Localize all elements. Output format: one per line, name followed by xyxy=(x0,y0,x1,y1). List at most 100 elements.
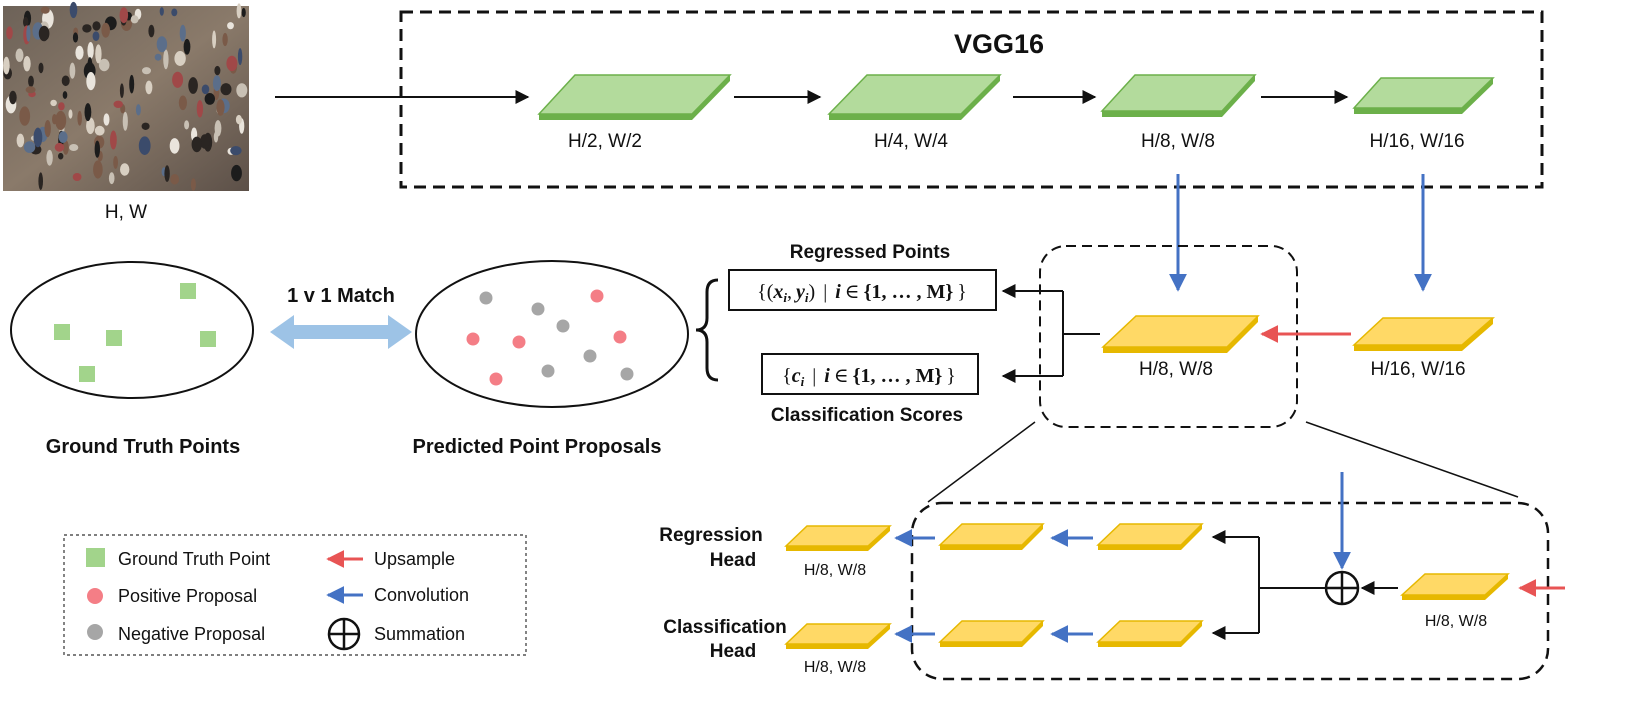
crowd-person xyxy=(92,31,100,41)
regressed-points-set: {(xi,yi)|i∈{1, … , M}} xyxy=(757,281,967,305)
head-branch xyxy=(1211,530,1326,640)
summation-node xyxy=(1324,570,1360,606)
crowd-person xyxy=(92,21,101,31)
crowd-person xyxy=(103,113,110,126)
legend-convolution: Convolution xyxy=(374,585,469,605)
green-square-icon xyxy=(86,548,105,567)
regression-head-title-2: Head xyxy=(710,550,756,571)
crowd-person xyxy=(201,84,210,95)
gt-point xyxy=(79,366,95,382)
crowd-person xyxy=(54,142,65,152)
regression-head-map xyxy=(784,525,892,551)
regressed-points-title: Regressed Points xyxy=(790,242,951,263)
crowd-person xyxy=(19,106,31,126)
crowd-person xyxy=(113,155,118,169)
crowd-person xyxy=(46,149,53,166)
fused-feature-map xyxy=(1101,315,1260,353)
match-label: 1 v 1 Match xyxy=(287,285,395,307)
crowd-person xyxy=(15,48,24,62)
ground-truth-label: Ground Truth Points xyxy=(46,436,240,458)
crowd-person xyxy=(237,48,243,66)
head-input-feature-map xyxy=(1400,573,1510,600)
crowd-person xyxy=(191,136,202,153)
crowd-person xyxy=(93,160,103,179)
crowd-person xyxy=(212,30,217,49)
regression-conv-map-1 xyxy=(938,523,1045,550)
crowd-person xyxy=(69,1,78,19)
crowd-person xyxy=(119,83,124,98)
classification-conv-map-1 xyxy=(938,620,1045,647)
crowd-person xyxy=(110,130,117,150)
negative-proposal xyxy=(583,349,597,363)
crowd-person xyxy=(226,55,238,72)
crowd-person xyxy=(44,120,51,138)
crowd-person xyxy=(58,102,65,111)
classification-head-map xyxy=(784,623,892,649)
crowd-person xyxy=(84,103,92,122)
positive-proposal xyxy=(590,289,604,303)
crowd-person xyxy=(200,134,210,149)
vgg-stage-1-label: H/2, W/2 xyxy=(568,131,642,152)
gt-point xyxy=(200,331,216,347)
crowd-person xyxy=(50,99,57,107)
crowd-person xyxy=(122,111,128,131)
classification-scores-set: {ci|i∈{1, … , M}} xyxy=(782,365,956,389)
crowd-person xyxy=(188,77,198,94)
crowd-person xyxy=(113,100,123,109)
crowd-person xyxy=(108,172,115,185)
legend-upsample: Upsample xyxy=(374,549,455,569)
crowd-person xyxy=(68,109,73,119)
input-size-label: H, W xyxy=(105,202,147,223)
crowd-person xyxy=(75,45,84,60)
crowd-person xyxy=(86,117,95,135)
crowd-person xyxy=(72,32,79,43)
ground-truth-ellipse xyxy=(10,261,254,399)
red-circle-icon xyxy=(87,588,103,604)
regression-head-size-label: H/8, W/8 xyxy=(804,562,866,579)
crowd-person xyxy=(77,110,82,126)
crowd-person xyxy=(23,16,29,28)
gt-point xyxy=(54,324,70,340)
negative-proposal xyxy=(531,302,545,316)
crowd-person xyxy=(72,173,82,181)
crowd-person xyxy=(87,42,94,59)
crowd-person xyxy=(23,56,31,72)
crowd-person xyxy=(172,71,184,88)
crowd-person xyxy=(86,72,96,91)
crowd-person xyxy=(69,62,76,79)
regressed-points-box xyxy=(728,269,997,311)
positive-proposal xyxy=(512,335,526,349)
point-proposals xyxy=(466,289,634,386)
crowd-person xyxy=(119,7,129,24)
crowd-person xyxy=(220,83,232,96)
crowd-person xyxy=(196,100,204,118)
input-image xyxy=(3,1,249,191)
crowd-person xyxy=(190,178,196,191)
positive-proposal xyxy=(489,372,503,386)
legend-summation: Summation xyxy=(374,624,465,644)
negative-proposal xyxy=(541,364,555,378)
crowd-person xyxy=(164,165,170,182)
vgg16-title: VGG16 xyxy=(954,29,1044,59)
output-branch xyxy=(1001,284,1100,383)
legend-negative: Negative Proposal xyxy=(118,624,265,644)
classification-head-title: Classification xyxy=(663,617,787,638)
crowd-person xyxy=(58,131,68,143)
vgg-stage-2 xyxy=(827,74,1002,120)
classification-scores-title: Classification Scores xyxy=(771,405,963,426)
crowd-person xyxy=(95,44,102,64)
crowd-person xyxy=(184,120,190,130)
proposals-label: Predicted Point Proposals xyxy=(413,436,662,458)
gt-point xyxy=(180,283,196,299)
crowd-person xyxy=(148,24,155,38)
crowd-person xyxy=(138,136,151,155)
crowd-person xyxy=(52,114,57,125)
crowd-person xyxy=(236,83,248,98)
positive-proposal xyxy=(613,330,627,344)
negative-proposal xyxy=(479,291,493,305)
legend-box xyxy=(63,534,527,656)
crowd-person xyxy=(120,163,130,176)
vgg-stage-2-label: H/4, W/4 xyxy=(874,131,948,152)
crowd-person xyxy=(216,99,225,116)
